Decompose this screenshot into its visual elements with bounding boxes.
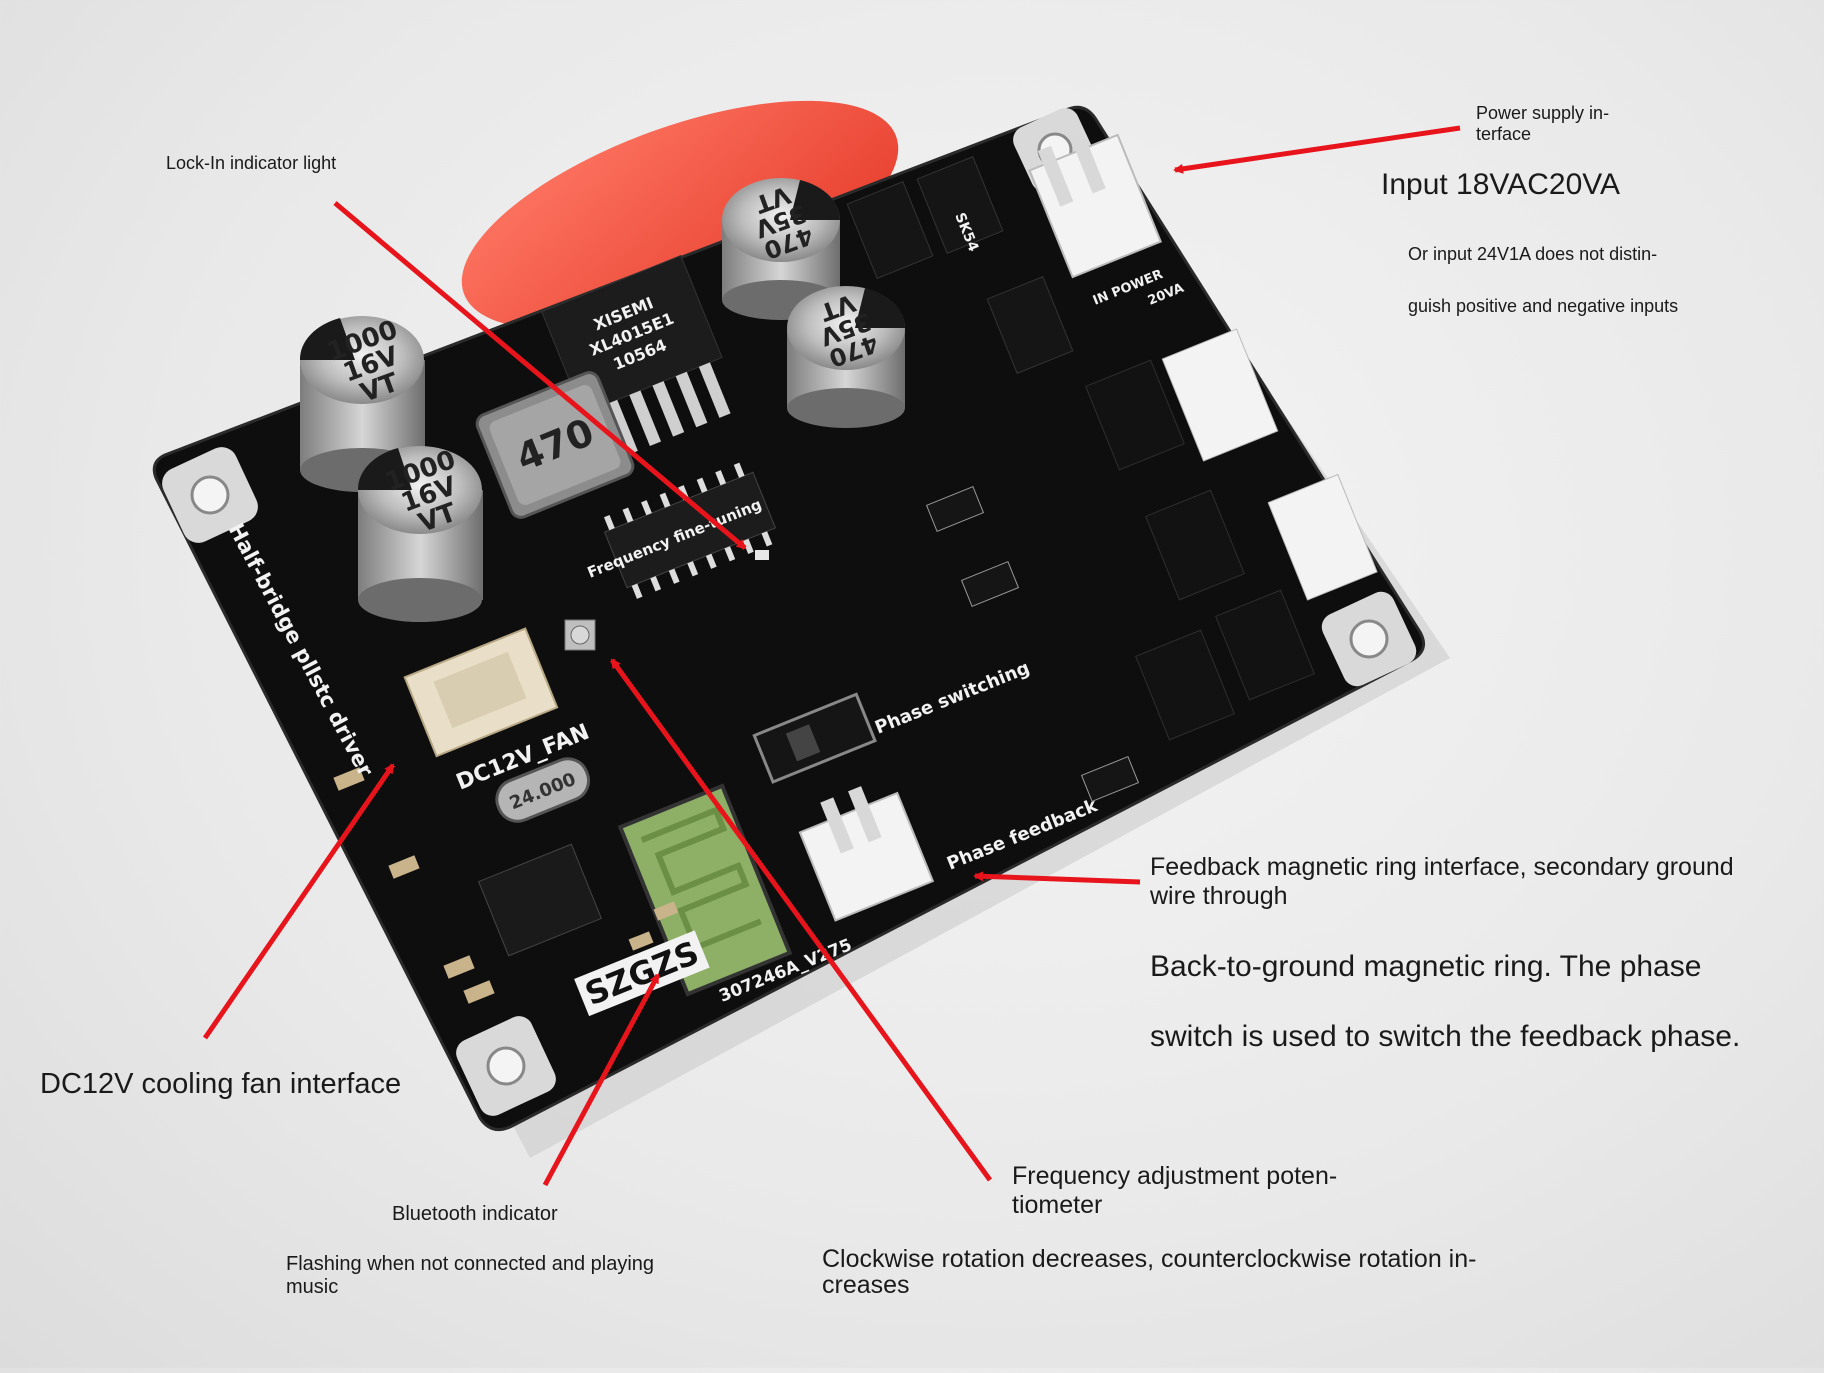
feedback-label-line2: wire through — [1150, 882, 1288, 910]
resistors-330 — [925, 486, 1140, 802]
power-supply-label-line1: Power supply in- — [1476, 103, 1610, 123]
freq-pot-label-line2: tiometer — [1012, 1191, 1103, 1219]
power-supply-label-line2: terface — [1476, 124, 1532, 144]
annotation-arrows — [202, 125, 1461, 1187]
arrow-power-supply — [1173, 125, 1461, 174]
input-main-label: Input 18VAC20VA — [1381, 168, 1621, 201]
power-input-connector — [1028, 132, 1163, 279]
arrow-freq-pot — [609, 658, 993, 1182]
fan-connector — [403, 627, 559, 758]
bt-note-label: Flashing when not connected and playing … — [286, 1253, 654, 1299]
bluetooth-module — [617, 783, 793, 997]
clockwise-label-line1: Clockwise rotation decreases, counterclo… — [822, 1245, 1477, 1273]
power-supply-label: Power supply in- terface — [1476, 103, 1609, 145]
red-heatsink — [461, 100, 899, 330]
freq-pot-label-line1: Frequency adjustment poten- — [1012, 1162, 1338, 1190]
phase-feedback-connector — [798, 786, 935, 922]
freq-pot-label: Frequency adjustment poten- tiometer — [1012, 1162, 1337, 1220]
arrow-feedback — [973, 871, 1141, 885]
lock-in-label: Lock-In indicator light — [166, 153, 337, 173]
inductor: 470 — [475, 371, 635, 519]
arrow-lock-in — [333, 201, 747, 550]
bluetooth-label: Bluetooth indicator — [392, 1203, 558, 1225]
capacitor-1000uf-b: 1000 16V VT — [357, 445, 483, 622]
capacitor-470uf-b: 470 35V VT — [787, 286, 906, 428]
bt-note-line1: Flashing when not connected and playing — [286, 1253, 655, 1275]
phase-switch — [752, 692, 877, 784]
feedback-label: Feedback magnetic ring interface, second… — [1150, 853, 1734, 911]
bt-note-line2: music — [286, 1276, 339, 1298]
back-ground-line2: switch is used to switch the feedback ph… — [1150, 1020, 1741, 1053]
frequency-potentiometer — [564, 619, 596, 651]
driver-ic — [603, 462, 777, 599]
output-connectors — [1161, 328, 1378, 601]
input-note-line2: guish positive and negative inputs — [1408, 296, 1679, 316]
input-note-line1: Or input 24V1A does not distin- — [1408, 244, 1658, 264]
lock-in-led — [755, 550, 769, 560]
smd-components — [333, 767, 679, 1004]
feedback-label-line1: Feedback magnetic ring interface, second… — [1150, 853, 1734, 881]
clockwise-label: Clockwise rotation decreases, counterclo… — [822, 1246, 1476, 1298]
potentiometer-knob — [570, 625, 590, 645]
fan-label: DC12V cooling fan interface — [40, 1068, 402, 1100]
arrow-bluetooth — [542, 973, 661, 1187]
clockwise-label-line2: creases — [822, 1271, 910, 1299]
arrow-fan — [202, 763, 396, 1040]
mosfets — [1085, 359, 1315, 741]
capacitor-1000uf-a: 1000 16V VT — [299, 315, 425, 492]
diodes: SK54 — [846, 156, 1074, 374]
back-ground-line1: Back-to-ground magnetic ring. The phase — [1150, 950, 1702, 983]
audio-ic — [478, 843, 602, 957]
